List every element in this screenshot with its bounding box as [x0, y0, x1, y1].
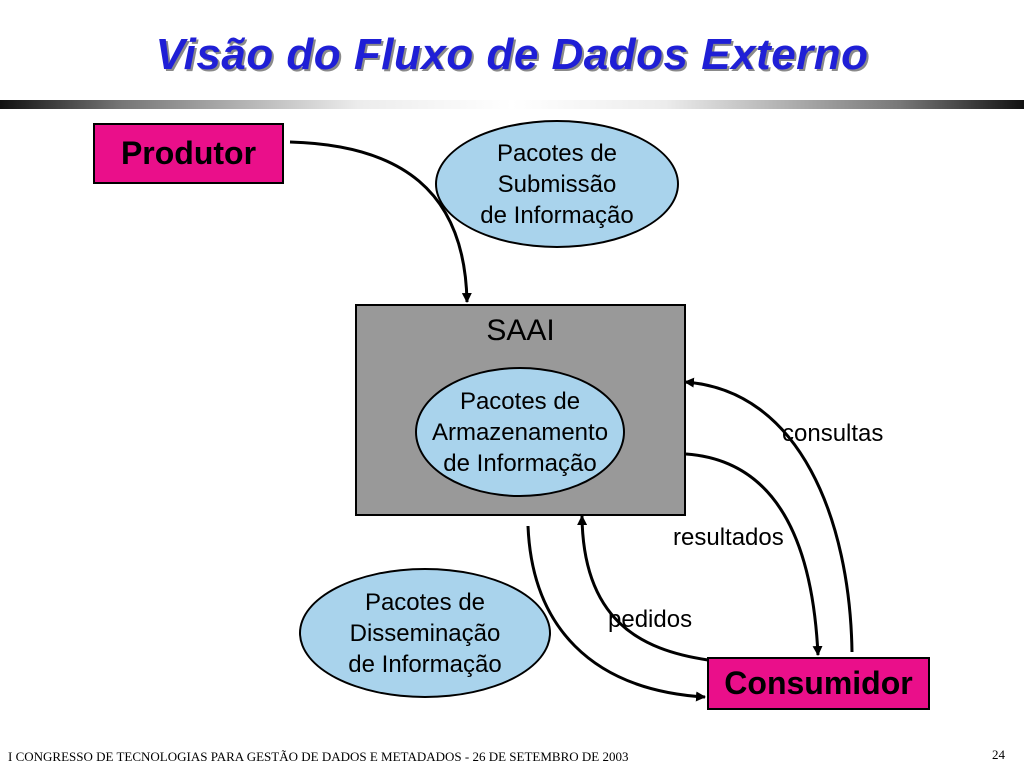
saai-label: SAAI [486, 314, 555, 347]
page-number: 24 [992, 747, 1005, 762]
results-label: resultados [673, 524, 784, 551]
dissemination-packages-ellipse: Pacotes de Disseminação de Informação [299, 568, 551, 698]
storage-packages-ellipse: Pacotes de Armazenamento de Informação [415, 367, 625, 497]
producer-box: Produtor [93, 123, 284, 184]
slide-title: Visão do Fluxo de Dados Externo [155, 30, 869, 79]
consumer-label: Consumidor [724, 665, 913, 701]
consumer-queries-arrow [684, 377, 854, 653]
dissemination-line-1: Pacotes de [364, 588, 486, 616]
dissemination-line-3: de Informação [348, 650, 502, 678]
requests-label: pedidos [608, 606, 693, 633]
producer-label: Produtor [120, 135, 257, 171]
submission-packages-ellipse: Pacotes de Submissão de Informação [435, 120, 679, 248]
storage-line-1: Pacotes de [459, 387, 581, 415]
storage-line-2: Armazenamento [431, 418, 609, 446]
queries-label: consultas [782, 420, 884, 447]
slide-footer: I CONGRESSO DE TECNOLOGIAS PARA GESTÃO D… [8, 749, 629, 764]
storage-line-3: de Informação [443, 449, 597, 477]
submission-line-1: Pacotes de [496, 139, 618, 167]
submission-line-3: de Informação [480, 201, 634, 229]
dissemination-line-2: Disseminação [349, 619, 501, 647]
saai-dissemination-arrow [526, 525, 706, 702]
saai-results-arrow [685, 452, 823, 656]
consumer-requests-arrow [577, 515, 709, 662]
submission-line-2: Submissão [497, 170, 617, 198]
producer-to-saai-arrow [289, 140, 472, 303]
title-divider [0, 100, 1024, 109]
consumer-box: Consumidor [707, 657, 930, 710]
